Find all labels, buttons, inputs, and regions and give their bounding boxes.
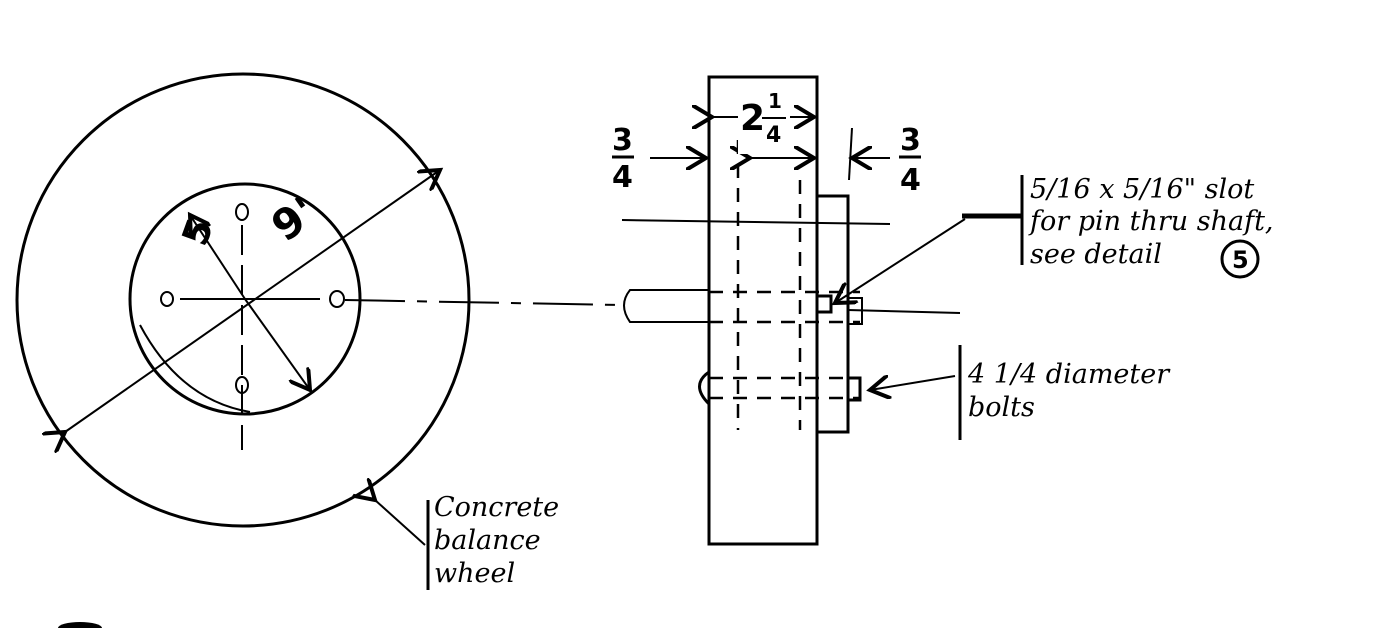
bolt-hole — [160, 291, 174, 307]
detail-ref-circle — [1220, 239, 1260, 279]
note-line: see detail — [1030, 239, 1162, 270]
slot-note: 5/16 x 5/16" slot for pin thru shaft, se… — [1028, 174, 1282, 270]
width-dim-den: 4 — [766, 123, 781, 148]
bolt-nut — [846, 376, 862, 402]
bolt-hole — [329, 290, 345, 308]
bolt-leader-line — [870, 376, 956, 390]
outer-radius-label: 9' — [263, 187, 326, 251]
note-line: bolts — [968, 392, 1035, 423]
page-edge-mark — [58, 622, 102, 628]
wheel-side-view: 2 1 4 3 4 3 4 5/16 x 5/16" slot for pin … — [612, 75, 1282, 546]
shaft-end — [623, 289, 709, 323]
right-dim-num: 3 — [900, 123, 921, 158]
width-dim-whole: 2 — [740, 98, 765, 139]
shaft-axis-line — [344, 299, 621, 306]
left-dim-num: 3 — [612, 123, 633, 158]
callout-line: balance — [434, 525, 541, 556]
shaft-line — [847, 309, 961, 314]
detail-ref-number: 5 — [1232, 246, 1249, 274]
inner-radius-dimension-2 — [244, 298, 310, 390]
outer-diameter-dimension — [65, 170, 440, 432]
callout-line: Concrete — [434, 492, 559, 523]
wheel-front-view: 5 9' Concrete balance wheel — [15, 72, 621, 590]
right-dim-den: 4 — [900, 163, 921, 198]
note-line: for pin thru shaft, — [1028, 206, 1274, 237]
note-line: 5/16 x 5/16" slot — [1030, 174, 1254, 205]
right-extension-line — [848, 127, 853, 181]
width-dim-num: 1 — [768, 89, 782, 113]
bolt-head — [698, 370, 711, 406]
inner-radius-label: 5 — [175, 214, 222, 252]
hub-flange — [817, 194, 850, 434]
bolt-note: 4 1/4 diameter bolts — [967, 359, 1178, 423]
note-line: 4 1/4 diameter — [967, 359, 1171, 390]
callout-line: wheel — [434, 558, 515, 589]
bolt-hole — [235, 203, 249, 221]
pin-slot — [815, 294, 833, 314]
reference-line — [621, 219, 891, 225]
dim-label-bg — [738, 92, 790, 154]
wheel-leader-line — [375, 500, 426, 546]
outer-wheel-circle — [15, 72, 471, 528]
slot-leader-line — [835, 218, 966, 303]
left-dim-den: 4 — [612, 160, 633, 195]
wheel-callout: Concrete balance wheel — [434, 492, 568, 589]
inner-radius-dimension — [190, 215, 246, 300]
